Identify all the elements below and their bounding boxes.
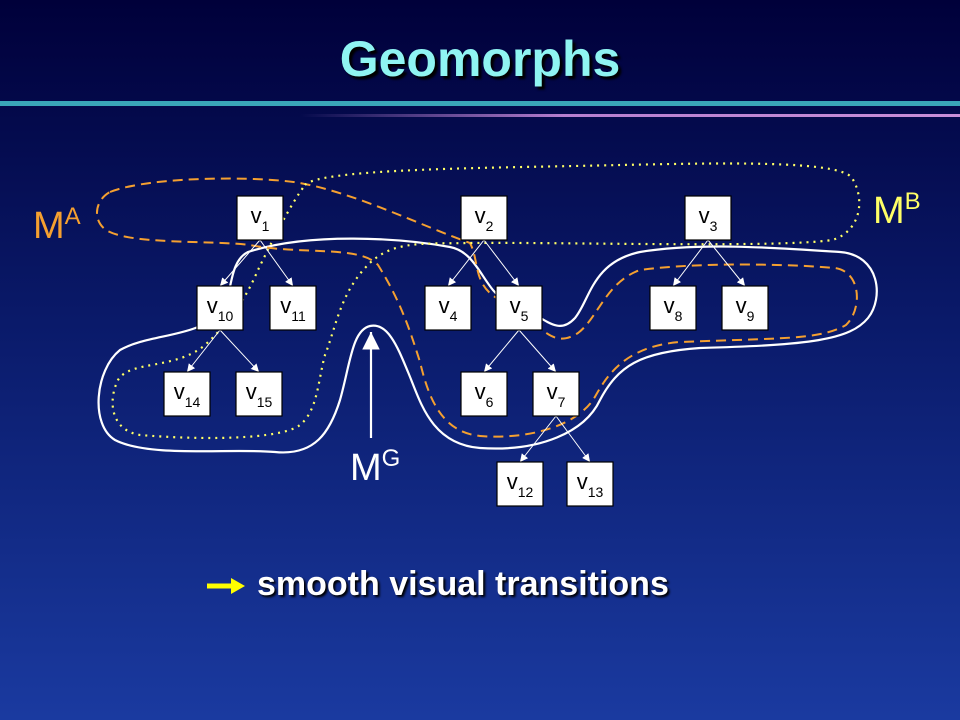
edge-v7-v12 <box>519 415 557 463</box>
node-v14: v14 <box>163 371 211 417</box>
edge-v7-v13 <box>555 415 591 463</box>
node-box <box>721 285 769 331</box>
region-ma-outline <box>96 177 858 438</box>
node-v10: v10 <box>196 285 244 331</box>
node-v11: v11 <box>269 285 317 331</box>
node-v15: v15 <box>235 371 283 417</box>
node-box <box>460 371 508 417</box>
node-v13: v13 <box>566 461 614 507</box>
node-box <box>532 371 580 417</box>
node-box <box>496 461 544 507</box>
node-v3: v3 <box>684 195 732 241</box>
node-box <box>236 195 284 241</box>
node-box <box>235 371 283 417</box>
edge-v5-v6 <box>483 329 520 373</box>
edge-layer <box>186 239 746 463</box>
node-v8: v8 <box>649 285 697 331</box>
node-label: v4 <box>439 293 458 324</box>
node-v6: v6 <box>460 371 508 417</box>
node-label: v2 <box>475 203 494 234</box>
node-box <box>566 461 614 507</box>
node-label: v13 <box>577 469 604 500</box>
region-label-mb: MB <box>873 188 921 232</box>
footer-caption: smooth visual transitions <box>205 565 669 604</box>
node-label: v7 <box>547 379 566 410</box>
node-box <box>684 195 732 241</box>
region-mg-outline <box>97 237 878 454</box>
edge-v2-v4 <box>447 239 485 287</box>
node-label: v11 <box>280 293 306 324</box>
node-v9: v9 <box>721 285 769 331</box>
node-v7: v7 <box>532 371 580 417</box>
node-label: v10 <box>207 293 234 324</box>
edge-v3-v8 <box>672 239 709 287</box>
node-label: v3 <box>699 203 718 234</box>
node-label: v5 <box>510 293 529 324</box>
node-label: v8 <box>664 293 683 324</box>
node-label: v15 <box>246 379 273 410</box>
slide-title: Geomorphs <box>339 31 621 87</box>
node-v1: v1 <box>236 195 284 241</box>
title-accent-line <box>300 114 960 117</box>
node-layer: v1 v2 v3 v10 v11 v4 v5 v8 v9 v14 v15 v6 v7 v12 v13 <box>163 195 769 507</box>
region-label-ma: MA <box>33 203 81 247</box>
node-v5: v5 <box>495 285 543 331</box>
node-v12: v12 <box>496 461 544 507</box>
edge-v2-v5 <box>483 239 520 287</box>
edge-v5-v7 <box>518 329 557 373</box>
node-label: v14 <box>174 379 201 410</box>
footer-text: smooth visual transitions <box>257 565 669 603</box>
node-v4: v4 <box>424 285 472 331</box>
node-box <box>460 195 508 241</box>
node-label: v6 <box>475 379 494 410</box>
node-v2: v2 <box>460 195 508 241</box>
node-box <box>269 285 317 331</box>
edge-v1-v10 <box>219 239 261 287</box>
edge-v1-v11 <box>259 239 294 287</box>
node-box <box>424 285 472 331</box>
arrow-right-icon <box>207 578 245 595</box>
node-label: v1 <box>251 203 270 234</box>
node-box <box>495 285 543 331</box>
edge-v3-v9 <box>707 239 746 287</box>
node-box <box>163 371 211 417</box>
edge-v10-v15 <box>219 329 260 373</box>
node-label: v9 <box>736 293 755 324</box>
title-underline <box>0 101 960 106</box>
node-label: v12 <box>507 469 534 500</box>
edge-v10-v14 <box>186 329 221 373</box>
region-label-mg: MG <box>350 445 400 489</box>
node-box <box>649 285 697 331</box>
node-box <box>196 285 244 331</box>
